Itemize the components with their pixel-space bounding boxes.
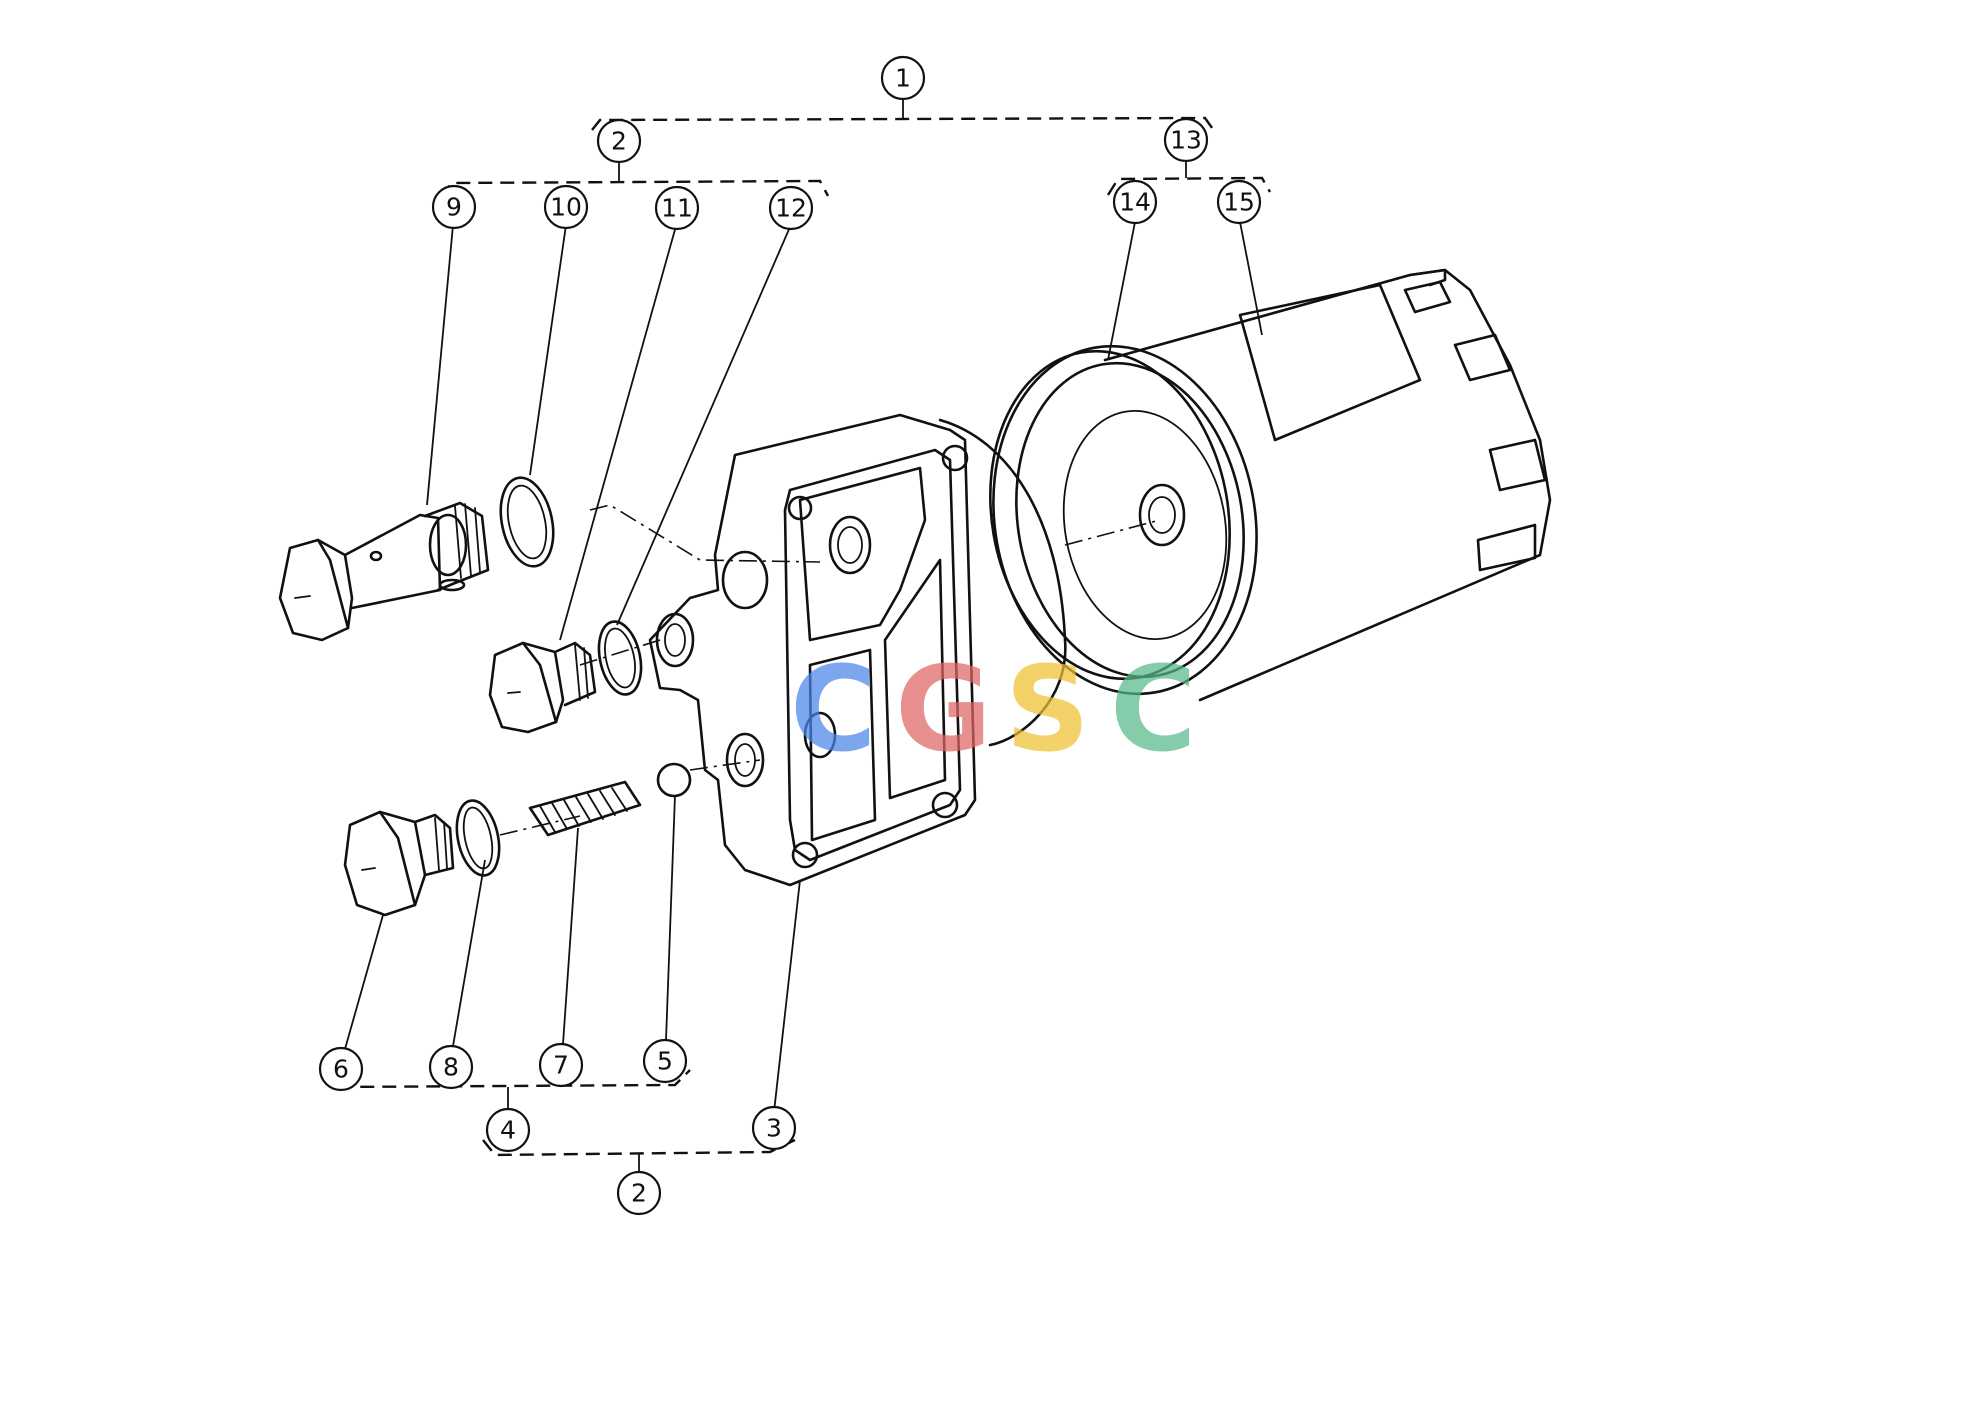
callout-11-label: 11 — [661, 194, 693, 223]
watermark-letter-g: G — [895, 640, 992, 778]
callout-15-label: 15 — [1223, 188, 1255, 217]
watermark-letter-s: S — [1005, 640, 1090, 778]
watermark-letter-c2: C — [1110, 640, 1197, 778]
part-3-filter-head — [648, 413, 1067, 887]
part-14-filter-seal — [989, 349, 1231, 681]
part-10-seal-ring — [499, 476, 555, 568]
part-5-ball — [656, 762, 692, 798]
callout-3: 3 — [751, 1105, 797, 1151]
callout-12-label: 12 — [775, 194, 807, 223]
callout-7-label: 7 — [553, 1051, 569, 1080]
callout-2-top: 2 — [596, 118, 642, 164]
axis-lines — [499, 504, 1161, 836]
callout-5-label: 5 — [657, 1047, 673, 1076]
callout-1-label: 1 — [895, 64, 911, 93]
watermark-letter-c1: C — [790, 640, 877, 778]
part-7-spring — [528, 780, 642, 837]
callout-5: 5 — [642, 1038, 688, 1084]
callout-15: 15 — [1216, 179, 1262, 225]
part-11-plug-bolt — [488, 641, 597, 734]
callout-8-label: 8 — [443, 1053, 459, 1082]
callout-2-bottom: 2 — [616, 1170, 662, 1216]
part-6-plug-bolt — [343, 810, 455, 917]
callout-3-label: 3 — [766, 1114, 782, 1143]
callout-1: 1 — [880, 55, 926, 101]
part-15-filter-cartridge — [992, 268, 1552, 702]
leader-lines — [344, 221, 1263, 1113]
callout-14: 14 — [1112, 179, 1158, 225]
callout-14-label: 14 — [1119, 188, 1151, 217]
callout-7: 7 — [538, 1042, 584, 1088]
watermark-logo: C G S C — [790, 640, 1197, 778]
callout-2-top-label: 2 — [611, 127, 627, 156]
callout-9-label: 9 — [446, 193, 462, 222]
callout-2-bottom-label: 2 — [631, 1179, 647, 1208]
callout-10-label: 10 — [550, 193, 582, 222]
part-8-seal-ring — [455, 799, 501, 877]
callout-13: 13 — [1163, 117, 1209, 163]
callout-4-label: 4 — [500, 1116, 516, 1145]
callout-13-label: 13 — [1170, 126, 1202, 155]
callout-11: 11 — [654, 185, 700, 231]
callout-4: 4 — [485, 1107, 531, 1153]
callout-8: 8 — [428, 1044, 474, 1090]
callout-9: 9 — [431, 184, 477, 230]
callout-6: 6 — [318, 1046, 364, 1092]
callout-12: 12 — [768, 185, 814, 231]
callout-10: 10 — [543, 184, 589, 230]
part-12-seal-ring — [597, 620, 643, 696]
callout-6-label: 6 — [333, 1055, 349, 1084]
part-9-valve-bolt — [278, 501, 490, 642]
